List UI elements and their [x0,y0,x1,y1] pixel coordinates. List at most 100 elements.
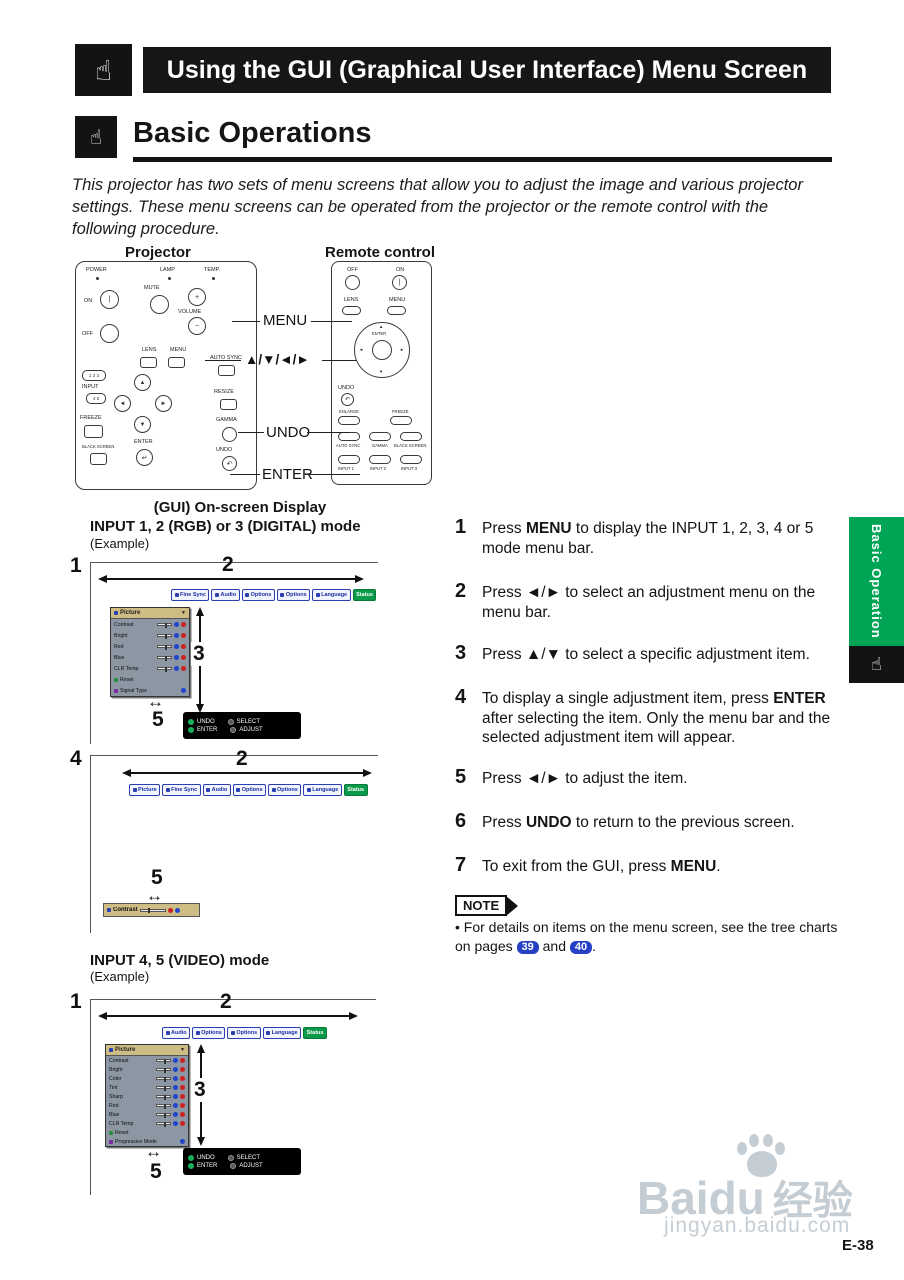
pad-right-icon: ► [400,347,405,352]
picture-menu-rgb: Picture ▼ Contrast Bright Red Blue CLR T… [110,607,190,697]
remote-input2-button [369,455,391,464]
enter-key-icon [188,726,194,733]
callout-undo: UNDO [266,424,311,441]
mute-label: MUTE [144,285,160,291]
menu-chip-status: Status [303,1027,327,1039]
menu-bar-full: Picture Fine Sync Audio Options Options … [129,784,368,796]
example-frame-line [90,562,378,564]
remote-auto-sync-label: AUTO SYNC [336,443,361,448]
options-icon [230,1031,235,1035]
callout-arrow-keys: ▲/▼/◄/► [245,352,310,367]
callout-number-3: 3 [192,1078,208,1102]
intro-paragraph: This projector has two sets of menu scre… [72,176,803,238]
step-number: 5 [455,766,467,788]
watermark-brand-latin: Baidu [637,1172,765,1224]
menu-chip: Audio [162,1027,191,1039]
gamma-button [222,427,237,442]
enter-icon: ↵ [141,454,148,462]
menu-bar-video: Audio Options Options Language Status [162,1027,327,1039]
volume-down-button: − [188,317,206,335]
menu-chip: Options [241,589,275,601]
input-45-button: 4 5 [86,393,106,404]
callout-number-2: 2 [236,747,248,770]
enlarge-label: ENLARGE [339,409,360,414]
mode2-example: (Example) [90,969,150,984]
menu-row: Red [106,1101,188,1110]
picture-icon [132,788,137,792]
language-icon [306,788,311,792]
adjust-arrow: ↔ [147,692,164,711]
adjust-plus-dot [180,1076,185,1081]
example-frame-line [90,562,92,744]
remote-undo-button: ↶ [341,393,354,406]
volume-label: VOLUME [178,309,202,315]
menu-row: Progressive Mode [106,1137,188,1146]
slider-track [157,666,172,672]
remote-auto-sync-button [338,432,360,441]
callout-number-5: 5 [152,708,164,731]
black-screen-button [90,453,107,465]
remote-gamma-label: GAMMA [372,443,388,448]
remote-freeze-button [390,416,412,425]
remote-lens-button [342,306,361,315]
note-arrow-icon [506,895,519,916]
reset-icon [114,677,118,682]
lamp-label: LAMP [160,267,175,273]
adjust-minus-dot [173,1058,178,1063]
callout-line [238,432,264,434]
left-arrow-button: ◄ [114,395,131,412]
menu-row: Reset [111,674,189,685]
temp-label: TEMP. [204,267,221,273]
step-text: Press MENU to display the INPUT 1, 2, 3,… [482,520,814,557]
input-123-button: 1 2 3 [82,370,106,381]
menu-chip: Audio [202,784,231,796]
input-label: INPUT [82,384,99,390]
adjust-minus-dot [174,666,179,671]
options-icon [280,593,285,597]
bullet: • [455,919,464,935]
step-text: Press ◄/► to select an adjustment menu o… [482,584,816,621]
adjust-plus-dot [181,666,186,671]
watermark-url: jingyan.baidu.com [664,1214,851,1237]
temp-led [212,277,215,280]
pad-left-icon: ◄ [359,347,364,352]
mode2-title: INPUT 4, 5 (VIDEO) mode [90,952,270,969]
callout-number-1: 1 [70,554,82,577]
slider-track [156,1085,171,1091]
example-frame-line [90,999,376,1001]
menu-bar-span-arrow [98,1012,358,1019]
page-39-badge: 39 [516,940,539,954]
adjust-arrow: ↔ [146,886,163,905]
step-number: 6 [455,810,467,832]
menu-chip: Fine Sync [162,784,201,796]
menu-row: Red [111,641,189,652]
menu-chip: Options [276,589,311,601]
on-button: | [100,290,119,309]
menu-chip: Audio [211,589,240,601]
up-arrow-icon: ▲ [139,379,146,386]
adjust-minus-dot [173,1094,178,1099]
menu-chip: Options [232,784,267,796]
audio-icon [214,593,219,597]
callout-line [232,321,260,323]
freeze-label: FREEZE [80,415,102,421]
callout-number-3: 3 [191,642,207,666]
remote-off-label: OFF [347,267,358,273]
step-text: Press UNDO to return to the previous scr… [482,814,795,831]
menu-bar-span-arrow [122,769,372,776]
picture-icon [107,908,111,912]
note-text: • For details on items on the menu scree… [455,919,838,954]
adjust-minus-dot [174,907,180,913]
adjust-minus-dot [174,633,179,638]
note-header: NOTE [455,895,519,916]
adjust-minus-dot [173,1112,178,1117]
adjust-minus-dot [174,622,179,627]
page-banner: Using the GUI (Graphical User Interface)… [143,47,831,93]
step-text: To exit from the GUI, press MENU. [482,858,721,875]
callout-number-1: 1 [70,990,82,1013]
adjust-plus-dot [180,1058,185,1063]
power-led [96,277,99,280]
step-text: Press ▲/▼ to select a specific adjustmen… [482,646,810,663]
